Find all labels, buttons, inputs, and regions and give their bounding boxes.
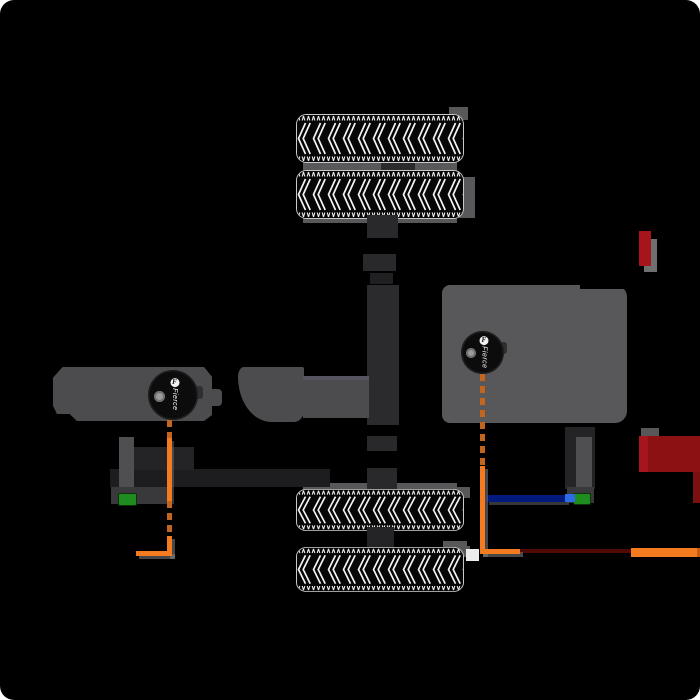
white-connector [466,549,479,561]
driveshaft-segment-2 [363,254,396,271]
left-sensor: F Fierce [148,370,198,420]
wire-left-dash-1 [167,420,172,439]
wire-left-elbow [136,551,172,556]
fierce-roundel-icon: F [479,335,489,345]
tire-front-1 [296,114,464,163]
green-terminal-right [573,493,591,505]
tire-front-2 [296,170,464,219]
red-block-bright-strip [639,436,648,472]
tire-rear-2 [296,547,464,592]
red-block-bottom [639,436,700,472]
left-sensor-tab [195,386,203,399]
left-fender-tab [209,389,222,406]
driveshaft-joint [370,273,393,284]
undercarriage-bar-left [110,469,330,487]
right-sensor-knob [466,348,476,358]
driveshaft-segment-4 [367,468,397,492]
brand-text: Fierce [171,388,178,411]
wire-right-dash [480,374,485,466]
red-edge-strip [693,472,700,503]
driveshaft-segment-1 [367,215,398,238]
body-step-notch [580,285,627,289]
brand-text: Fierce [480,345,488,369]
wire-left-solid-1 [167,438,172,501]
driveshaft-segment-5 [367,527,394,547]
red-block-gray-tab [641,428,659,437]
left-sensor-logo: F Fierce [170,378,179,411]
wire-left-dash-2 [167,501,172,536]
left-sensor-knob [154,391,165,402]
wire-orange-run-right [631,548,700,557]
wire-left-solid-2 [167,536,172,556]
wire-right-solid [480,466,485,554]
wire-blue-link [487,495,567,502]
driveshaft-segment-3 [367,436,397,451]
wire-maroon-run [519,549,633,553]
red-marker-top [639,231,651,266]
left-bracket [238,367,304,422]
fierce-roundel-icon: F [170,378,179,388]
green-terminal-left [118,493,137,506]
mount-post-right [576,437,592,489]
tire-rear-1 [296,489,464,531]
left-cross-bar [303,376,369,418]
right-sensor-logo: F Fierce [479,335,489,369]
right-sensor: F Fierce [461,331,504,374]
undercarriage-block-left [130,447,194,470]
wire-right-elbow [480,549,520,554]
wire-blue-bright-tip [565,494,575,502]
hub-tab-rear-right-1 [454,487,470,498]
driveshaft-main [367,285,399,425]
mount-post-left [119,437,134,490]
